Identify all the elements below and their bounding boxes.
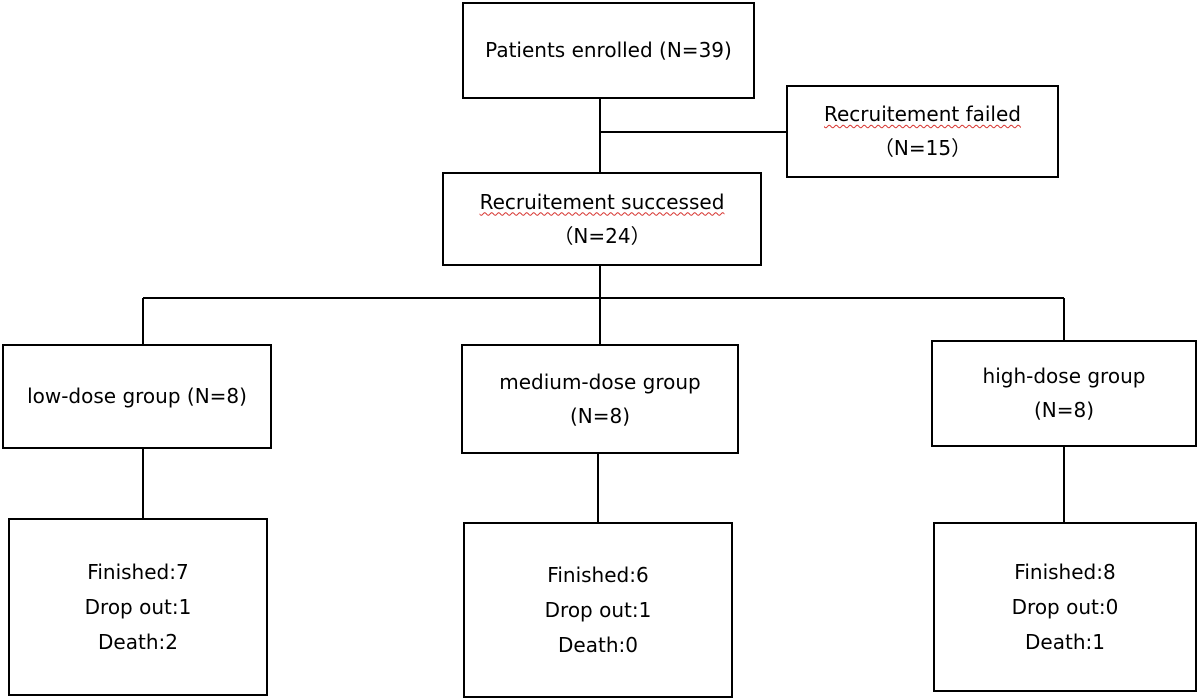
recruitment-failed-label: Recruitement failed — [824, 102, 1021, 126]
low-dose-death: Death:2 — [98, 629, 178, 654]
high-dose-group-box: high-dose group (N=8) — [931, 340, 1197, 447]
medium-dose-death: Death:0 — [558, 632, 638, 657]
low-dose-outcome-box: Finished:7 Drop out:1 Death:2 — [8, 518, 268, 696]
high-dose-dropout: Drop out:0 — [1011, 594, 1119, 619]
medium-dose-dropout: Drop out:1 — [544, 597, 652, 622]
recruitment-successed-label: Recruitement successed — [479, 189, 725, 214]
medium-dose-group-box: medium-dose group (N=8) — [461, 344, 739, 454]
recruitment-successed-count: （N=24） — [553, 223, 651, 248]
low-dose-group-label: low-dose group (N=8) — [27, 384, 247, 408]
high-dose-finished: Finished:8 — [1014, 559, 1116, 584]
low-dose-finished: Finished:7 — [87, 559, 189, 584]
recruitment-successed-box: Recruitement successed （N=24） — [442, 172, 762, 266]
medium-dose-group-label: medium-dose group — [499, 369, 701, 394]
patients-enrolled-box: Patients enrolled (N=39) — [462, 2, 755, 99]
high-dose-group-label: high-dose group — [982, 364, 1146, 388]
high-dose-outcome-box: Finished:8 Drop out:0 Death:1 — [933, 522, 1197, 692]
high-dose-group-count: (N=8) — [1033, 398, 1095, 422]
high-dose-death: Death:1 — [1025, 629, 1105, 654]
medium-dose-finished: Finished:6 — [547, 562, 649, 587]
low-dose-dropout: Drop out:1 — [84, 594, 192, 619]
medium-dose-group-count: (N=8) — [569, 403, 631, 428]
recruitment-failed-box: Recruitement failed （N=15） — [786, 85, 1059, 178]
medium-dose-outcome-box: Finished:6 Drop out:1 Death:0 — [463, 522, 733, 698]
patients-enrolled-label: Patients enrolled (N=39) — [485, 38, 732, 62]
low-dose-group-box: low-dose group (N=8) — [2, 344, 272, 449]
recruitment-failed-count: （N=15） — [873, 136, 972, 160]
